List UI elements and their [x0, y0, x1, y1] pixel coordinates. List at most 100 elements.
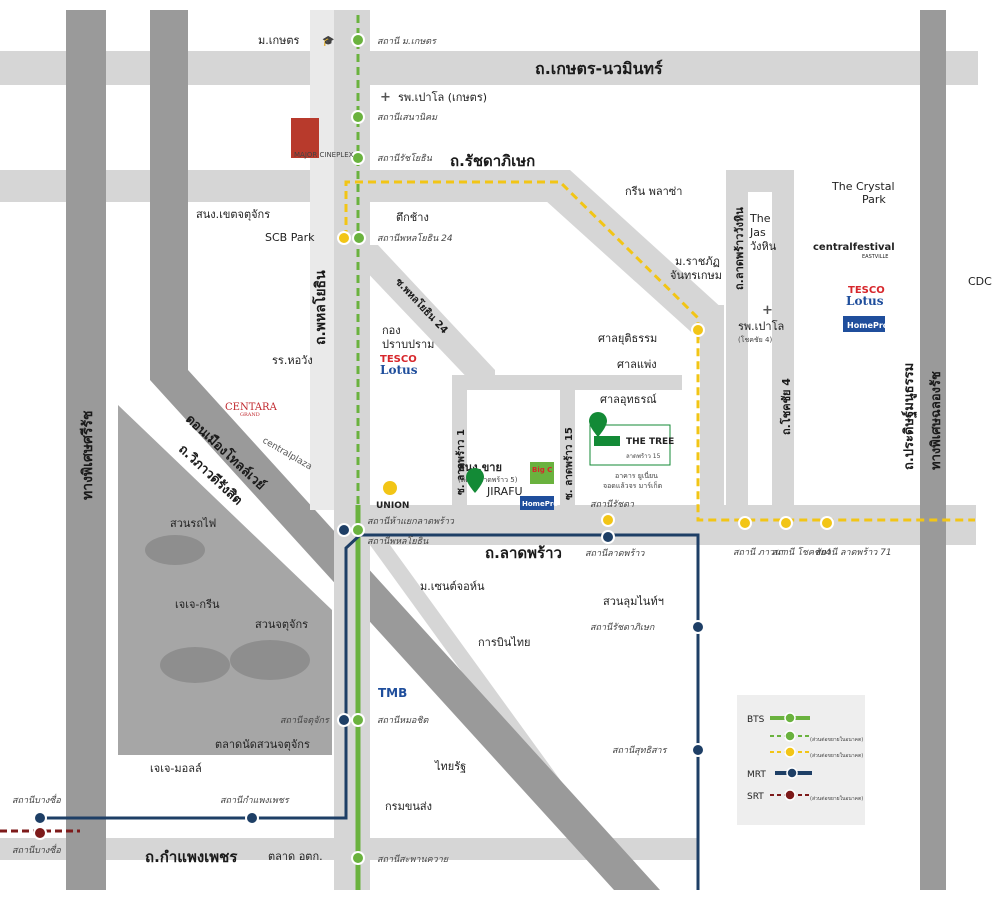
the-tree-pin-icon [589, 412, 607, 437]
station-label-bangsue-1: สถานีบางซื่อ [12, 793, 61, 806]
road-label-phahonyothin: ถ.พหลโยธิน [311, 270, 329, 345]
station-marker-kasetsart [351, 33, 365, 47]
road-chokchai4 [772, 295, 794, 510]
poi-or-tor-kor: ตลาด อตก. [268, 850, 323, 863]
station-marker-latphrao71 [820, 516, 834, 530]
station-marker-ha-yaek [351, 523, 365, 537]
poi-kong-2: ปราบปราม [382, 338, 434, 351]
station-marker-bangsue-mrt [33, 811, 47, 825]
poi-rajabhat-1: ม.ราชภัฏ [675, 255, 720, 268]
road-vibhavadi [150, 10, 660, 890]
station-label-sutthisan: สถานีสุทธิสาร [612, 745, 668, 756]
poi-homepro-east: HomePro [847, 321, 889, 330]
hospital-cross-icon-2: + [762, 303, 773, 318]
poi-jas-1: The [749, 212, 771, 225]
poi-sanamkhai-2: (ติด ซ.ลาดพร้าว 5) [458, 476, 518, 484]
poi-m-sen: ม.เซนต์จอห์น [420, 580, 485, 593]
poi-thairath: ไทยรัฐ [434, 760, 466, 773]
legend-mrt-label: MRT [747, 770, 766, 780]
road-latphrao15 [560, 388, 575, 508]
pruksa-badge [594, 436, 620, 446]
poi-tesco-2: Lotus [380, 363, 418, 377]
poi-union: UNION [376, 501, 409, 511]
poi-centara-2: GRAND [240, 412, 260, 418]
poi-paolo-kaset: รพ.เปาโล (เกษตร) [398, 90, 487, 104]
legend-bts-marker [784, 712, 796, 724]
legend-bts-label: BTS [747, 715, 765, 725]
road-phahon-side [310, 10, 334, 510]
station-marker-phawana [738, 516, 752, 530]
station-marker-sutthisan [691, 743, 705, 757]
poi-tesco-1: TESCO [380, 354, 417, 365]
bigc-logo [530, 462, 554, 484]
road-latphrao-wanghin [726, 170, 748, 510]
poi-the-tree: THE TREE [626, 437, 674, 447]
poi-bigc: Big C [532, 466, 552, 474]
bts-yellow-stations [337, 231, 834, 530]
poi-paolo-chokchai: รพ.เปาโล [738, 319, 784, 333]
road-label-latphrao: ถ.ลาดพร้าว [485, 544, 562, 562]
road-label-srirat: ทางพิเศษศรีรัช [80, 410, 96, 500]
park-pond-2 [160, 647, 230, 683]
poi-jj-mall: เจเจ-มอลล์ [150, 762, 202, 775]
station-marker-kamphaeng [245, 811, 259, 825]
poi-bmta: สนง.เขตจตุจักร [196, 208, 270, 221]
road-label-latphrao1: ซ. ลาดพร้าว 1 [455, 429, 467, 495]
poi-ku: ม.เกษตร [258, 34, 300, 47]
road-label-kamphaeng: ถ.กำแพงเพชร [145, 848, 238, 866]
poi-eastville: EASTVILLE [862, 254, 888, 260]
station-label-senanikom: สถานีเสนานิคม [377, 112, 438, 123]
station-label-bangsue-2: สถานีบางซื่อ [12, 843, 61, 856]
legend-bts-future-marker [784, 730, 796, 742]
road-wanghin-right [772, 170, 794, 295]
poi-tesco-east-1: TESCO [848, 285, 885, 296]
graduation-cap-icon: 🎓 [322, 35, 334, 47]
poi-suan-jatujak: สวนจตุจักร [255, 618, 308, 631]
legend-srt-label: SRT [747, 792, 764, 802]
main-roads [66, 10, 946, 890]
legend-yellow-marker [784, 746, 796, 758]
poi-rajabhat-2: จันทรเกษม [670, 269, 722, 282]
legend-bts-future-text: (ส่วนต่อขยายในอนาคต) [810, 736, 863, 743]
road-label-pradit: ถ.ประดิษฐ์มนูธรรม [901, 363, 918, 470]
station-label-ratchadaphisek: สถานีรัชดาภิเษก [590, 622, 655, 633]
road-phahon24 [360, 245, 495, 388]
road-label-wanghin: ถ.ลาดพร้าววังหิน [733, 207, 746, 290]
poi-jas-2: Jas [749, 226, 766, 239]
station-label-phahon24: สถานีพหลโยธิน 24 [377, 232, 453, 244]
station-label-ha-yaek: สถานีห้าแยกลาดพร้าว [367, 516, 455, 527]
poi-suan-rotfai: สวนรถไฟ [170, 517, 216, 530]
homepro-logo [520, 496, 554, 510]
union-mall-logo [383, 481, 397, 495]
poi-san-khaeng: ศาลแพ่ง [617, 358, 657, 371]
road-label-kaset-nawamin: ถ.เกษตร-นวมินทร์ [535, 59, 663, 78]
homepro-east-logo [843, 316, 885, 332]
poi-centara-1: CENTARA [225, 402, 278, 413]
station-marker-yellow-phahon [337, 231, 351, 245]
station-marker-latphrao-mrt [601, 530, 615, 544]
road-phahonyothin [334, 10, 370, 890]
sales-office-pin-icon [466, 468, 484, 493]
station-label-chatuchak: สถานีจตุจักร [280, 715, 330, 726]
legend-mrt-marker [786, 767, 798, 779]
station-marker-saphan-khwai [351, 851, 365, 865]
station-label-mochit: สถานีหมอชิต [377, 715, 430, 726]
hospital-cross-icon: + [380, 90, 391, 105]
station-label-latphrao-mrt: สถานีลาดพร้าว [585, 548, 645, 559]
road-label-chokchai4: ถ.โชคชัย 4 [779, 378, 793, 435]
road-label-latphrao15: ซ. ลาดพร้าว 15 [563, 427, 575, 500]
poi-san-athorn: ศาลอุทธรณ์ [600, 393, 657, 406]
station-label-ratchada: สถานีรัชดา [590, 499, 635, 510]
poi-talad-jatujak: ตลาดนัดสวนจตุจักร [215, 738, 310, 751]
road-ratchada-vertical [700, 305, 724, 530]
poi-scb-park: SCB Park [265, 231, 315, 244]
station-label-latphrao71: สถานี ลาดพร้าว 71 [815, 547, 892, 558]
poi-jj-green: เจเจ-กรีน [175, 598, 220, 611]
station-label-ratchayothin: สถานีรัชโยธิน [377, 152, 433, 164]
legend-srt-future-text: (ส่วนต่อขยายในอนาคต) [810, 795, 863, 802]
poi-ror-wang: รร.หอวัง [272, 354, 313, 367]
poi-suan-lum: สวนลุมไนท์ฯ [603, 595, 664, 608]
poi-crystal-1: The Crystal [831, 180, 895, 193]
road-label-ratchadaphisek: ถ.รัชดาภิเษก [450, 152, 535, 170]
